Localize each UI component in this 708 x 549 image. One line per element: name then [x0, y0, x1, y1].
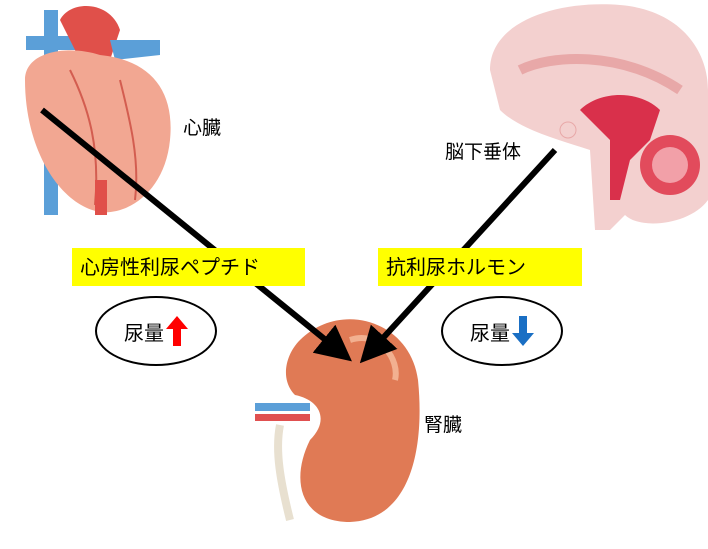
heart-illustration: [25, 6, 171, 215]
urine-volume-label: 尿量: [124, 320, 164, 345]
arrow-down-icon: [512, 316, 534, 346]
urine-volume-label: 尿量: [470, 320, 510, 345]
arrow-up-icon: [166, 316, 188, 346]
heart-label: 心臓: [183, 117, 222, 139]
urine-increase-oval: 尿量: [95, 296, 217, 366]
adh-label: 抗利尿ホルモン: [378, 248, 582, 286]
kidney-illustration: [255, 319, 420, 522]
anp-label: 心房性利尿ペプチド: [72, 248, 305, 286]
kidney-label: 腎臓: [424, 414, 463, 436]
urine-decrease-oval: 尿量: [441, 296, 563, 366]
pituitary-label: 脳下垂体: [445, 141, 522, 163]
arrow-heart-to-kidney: [40, 107, 352, 362]
brain-illustration: [490, 4, 708, 231]
